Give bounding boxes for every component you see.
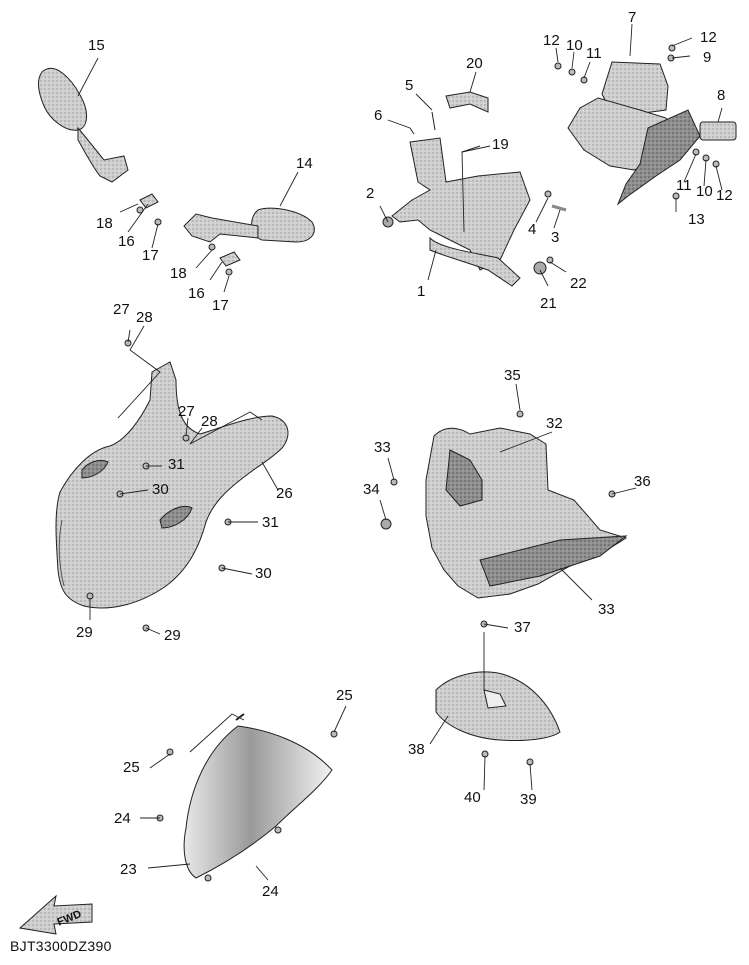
callout-27: 27 [178,403,195,420]
callout-18: 18 [96,215,113,232]
callout-33: 33 [374,439,391,456]
callout-16: 16 [118,233,135,250]
callout-25: 25 [336,687,353,704]
callout-25: 25 [123,759,140,776]
callout-10: 10 [696,183,713,200]
leader-lines [77,23,723,881]
callout-8: 8 [717,87,726,104]
callout-18: 18 [170,265,187,282]
windscreen-part [156,713,338,882]
callout-33: 33 [598,601,615,618]
callout-19: 19 [492,136,509,153]
callout-3: 3 [551,229,560,246]
callout-34: 34 [363,481,380,498]
callout-31: 31 [262,514,279,531]
callout-10: 10 [566,37,583,54]
callout-5: 5 [405,77,414,94]
callout-39: 39 [520,791,537,808]
fairing-stay-assembly [382,91,567,287]
callout-7: 7 [628,9,637,26]
under-cover-part [435,671,561,766]
callout-24: 24 [262,883,279,900]
forward-arrow-icon: FWD [18,894,93,935]
callout-30: 30 [152,481,169,498]
callout-37: 37 [514,619,531,636]
callout-22: 22 [570,275,587,292]
upper-cowling-part [55,339,289,632]
callout-12: 12 [700,29,717,46]
callout-1: 1 [417,283,426,300]
callout-21: 21 [540,295,557,312]
meter-assembly [554,44,737,206]
callout-15: 15 [88,37,105,54]
callout-29: 29 [164,627,181,644]
callout-38: 38 [408,741,425,758]
callout-30: 30 [255,565,272,582]
callout-31: 31 [168,456,185,473]
callout-26: 26 [276,485,293,502]
callout-32: 32 [546,415,563,432]
inner-panel-part [380,410,628,628]
callout-4: 4 [528,221,537,238]
callout-12: 12 [716,187,733,204]
callout-16: 16 [188,285,205,302]
mirror-right-part [183,207,315,276]
callout-20: 20 [466,55,483,72]
callout-23: 23 [120,861,137,878]
callout-9: 9 [703,49,712,66]
callout-40: 40 [464,789,481,806]
callout-27: 27 [113,301,130,318]
callout-2: 2 [366,185,375,202]
mirror-left-part [37,67,162,226]
diagram-code: BJT3300DZ390 [10,938,112,954]
callout-35: 35 [504,367,521,384]
callout-12: 12 [543,32,560,49]
callout-13: 13 [688,211,705,228]
callout-14: 14 [296,155,313,172]
callout-24: 24 [114,810,131,827]
callout-11: 11 [676,177,692,194]
callout-29: 29 [76,624,93,641]
callout-11: 11 [586,45,602,62]
callout-28: 28 [201,413,218,430]
callout-17: 17 [212,297,229,314]
callout-6: 6 [374,107,383,124]
callout-36: 36 [634,473,651,490]
callout-17: 17 [142,247,159,264]
callout-28: 28 [136,309,153,326]
